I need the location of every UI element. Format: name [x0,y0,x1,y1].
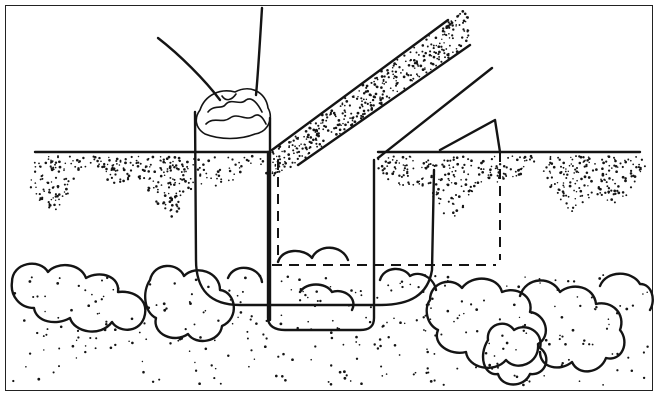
bush-center-right [380,269,436,290]
hidden-outline-dashed [272,152,500,265]
rope-right [256,8,262,95]
sloping-beam-outline [272,20,470,165]
bush-left [12,264,146,332]
vegetation-band [12,248,653,385]
bush-center [228,248,353,310]
rope-left [158,38,220,100]
soil-layer-stipple [30,155,646,218]
right-flap [440,120,500,152]
right-sloping-line [378,68,492,158]
knot-bundle [196,89,270,139]
center-box [268,152,374,330]
